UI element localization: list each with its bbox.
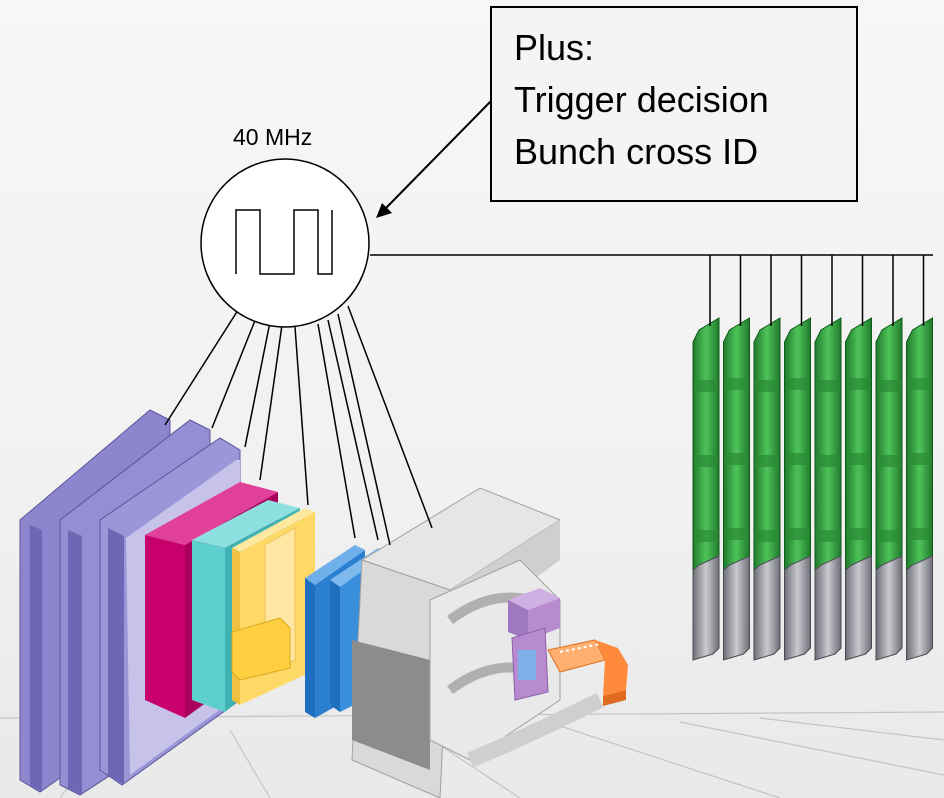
clock-frequency-label: 40 MHz <box>233 124 313 150</box>
info-line-trigger-decision: Trigger decision <box>514 79 769 120</box>
info-line-bunch-cross-id: Bunch cross ID <box>514 131 759 172</box>
readout-board <box>814 317 842 661</box>
vertex-detector <box>508 588 560 701</box>
readout-board <box>692 317 720 661</box>
readout-board <box>845 317 872 661</box>
info-box: Plus: Trigger decision Bunch cross ID <box>490 6 858 202</box>
preshower-tracker <box>231 508 315 705</box>
readout-boards <box>692 317 933 661</box>
info-arrow <box>376 99 493 218</box>
dipole-magnet <box>351 487 604 798</box>
readout-board <box>753 317 781 661</box>
clock-symbol <box>200 158 370 328</box>
readout-board <box>875 317 903 661</box>
readout-board <box>784 317 811 661</box>
info-line-plus: Plus: <box>514 27 595 68</box>
clock-square-wave-icon <box>235 209 333 275</box>
clock-fanout-lines <box>164 305 433 546</box>
beam-pipe-module <box>547 639 628 706</box>
clock-to-boards-bus <box>370 254 933 326</box>
readout-board <box>906 317 933 661</box>
readout-board <box>723 317 750 661</box>
